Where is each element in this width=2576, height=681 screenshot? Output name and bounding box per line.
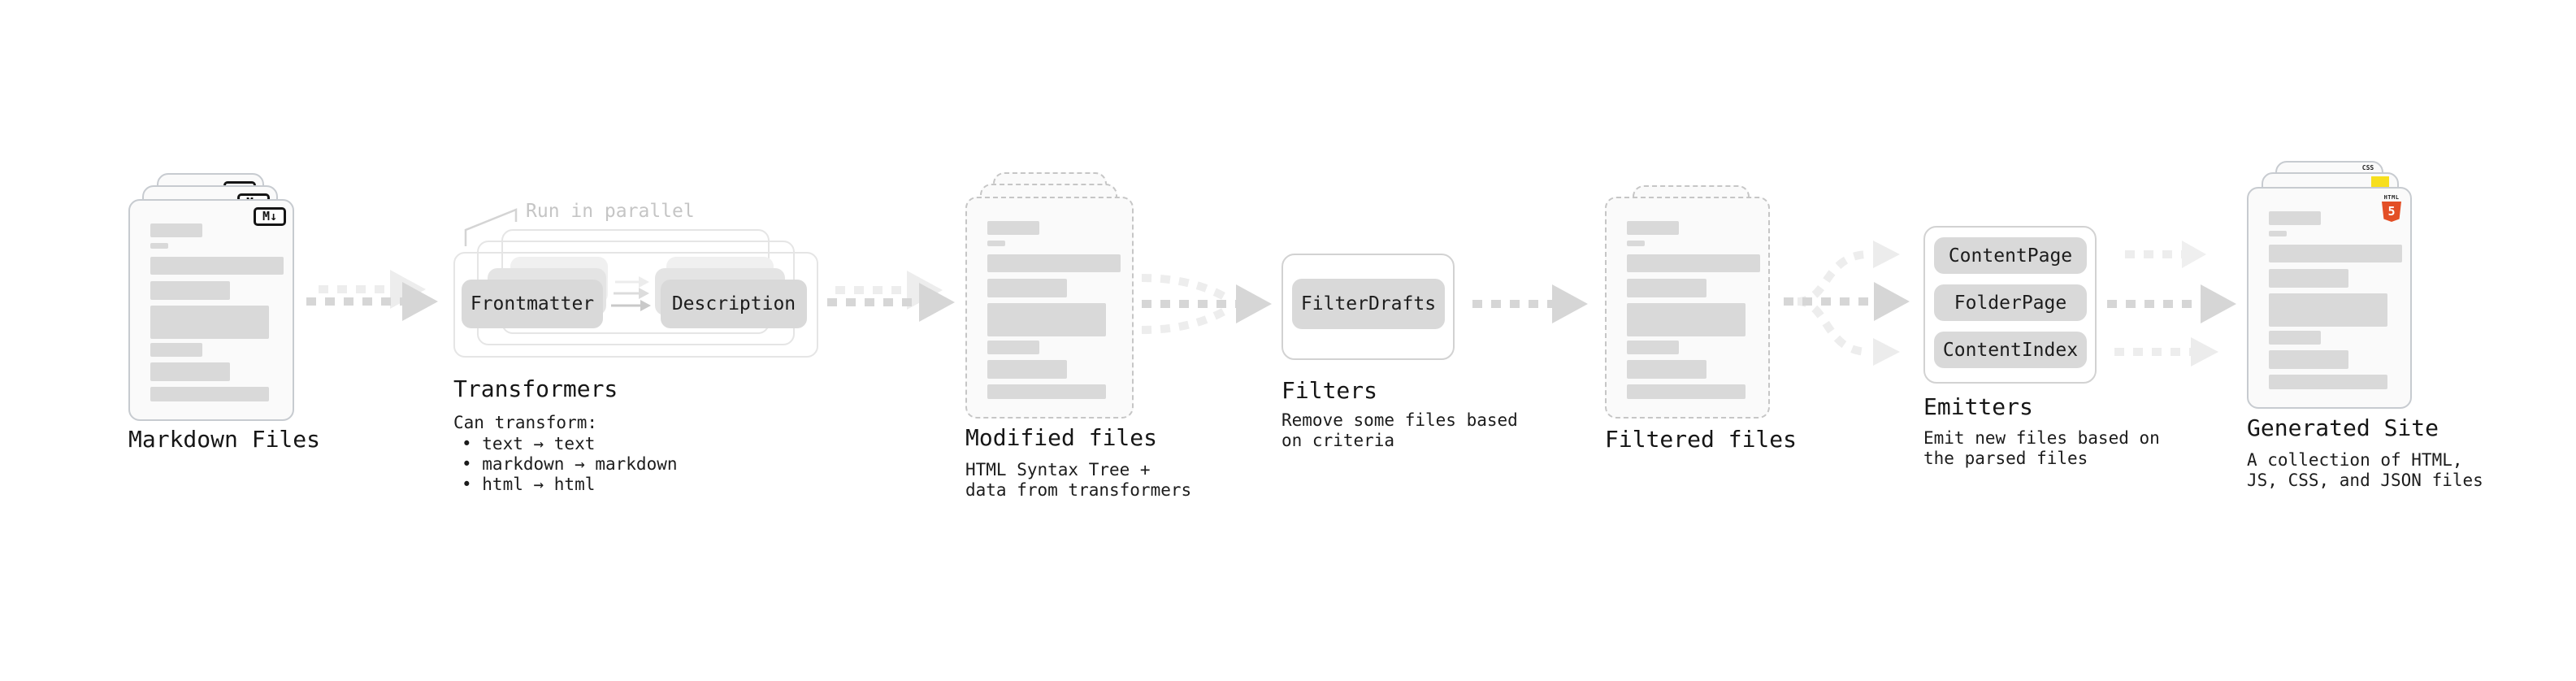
- doc-text-line: [987, 221, 1039, 235]
- html5-icon-shield: 5: [2382, 202, 2401, 222]
- modified-files-caption: HTML Syntax Tree +: [965, 460, 1151, 479]
- doc-text-line: [987, 241, 1005, 246]
- mini-arrowhead: [640, 300, 651, 311]
- doc-text-line: [1627, 303, 1746, 336]
- arrowhead: [402, 282, 438, 321]
- doc-text-line: [150, 387, 269, 401]
- modified-files-caption: data from transformers: [965, 480, 1192, 500]
- doc-text-line: [987, 340, 1039, 354]
- modified-file-card-front: [965, 197, 1134, 419]
- transformers-bullet: • html → html: [462, 475, 596, 494]
- arrowhead: [919, 283, 955, 322]
- generated-site-title: Generated Site: [2247, 414, 2439, 441]
- modified-files-title: Modified files: [965, 424, 1158, 451]
- html5-icon-label: HTML: [2383, 194, 2400, 201]
- arrowhead: [2201, 284, 2236, 323]
- arrowhead: [1236, 284, 1272, 323]
- run-in-parallel-annotation: Run in parallel: [526, 201, 695, 222]
- arrowhead: [1873, 241, 1900, 268]
- transformers-caption: Can transform:: [453, 413, 598, 432]
- doc-text-line: [150, 281, 230, 300]
- doc-text-line: [987, 254, 1121, 272]
- markdown-file-card-front: M↓: [128, 199, 294, 421]
- arrow-fanout-filtered-to-emitters: [1784, 241, 1910, 366]
- doc-text-line: [1627, 241, 1645, 246]
- filters-title: Filters: [1281, 377, 1378, 404]
- html5-icon: HTML 5: [2382, 194, 2401, 222]
- doc-text-line: [2269, 331, 2321, 345]
- doc-text-line: [150, 343, 202, 357]
- contentpage-emitter-chip: ContentPage: [1934, 237, 2087, 274]
- doc-text-line: [987, 279, 1067, 297]
- fanout-branch-bottom: [1797, 297, 1870, 356]
- arrow-transformers-to-modified: [827, 271, 955, 322]
- arrowhead: [1873, 338, 1900, 366]
- javascript-icon: [2371, 176, 2389, 187]
- arrow-markdown-to-transformers: [306, 270, 438, 321]
- doc-text-line: [987, 303, 1106, 336]
- doc-text-line: [2269, 293, 2387, 327]
- emitters-caption: the parsed files: [1923, 449, 2088, 468]
- frontmatter-transformer-chip: Frontmatter: [462, 280, 603, 328]
- description-transformer-chip: Description: [661, 280, 807, 328]
- doc-text-line: [150, 306, 269, 339]
- doc-text-line: [1627, 360, 1706, 379]
- filterdrafts-chip: FilterDrafts: [1292, 279, 1445, 329]
- doc-text-line: [2269, 350, 2348, 369]
- arrowhead: [1552, 284, 1588, 323]
- doc-text-line: [1627, 221, 1679, 235]
- arrowhead: [2182, 241, 2206, 268]
- contentindex-emitter-chip: ContentIndex: [1934, 332, 2087, 368]
- mini-arrowhead: [639, 276, 649, 288]
- transformers-bullet: • markdown → markdown: [462, 454, 678, 474]
- transformer-frame-front: [453, 252, 818, 358]
- doc-text-line: [1627, 340, 1679, 354]
- folderpage-emitter-chip: FolderPage: [1934, 284, 2087, 321]
- arrow-merge-modified-to-filters: [1141, 274, 1272, 334]
- doc-text-line: [1627, 279, 1706, 297]
- generated-file-card-front: HTML 5: [2247, 187, 2412, 409]
- doc-text-line: [1627, 254, 1760, 272]
- doc-text-line: [150, 362, 230, 381]
- filters-caption: Remove some files based: [1281, 410, 1518, 430]
- doc-text-line: [2269, 375, 2387, 389]
- filtered-file-card-front: [1605, 197, 1770, 419]
- generated-site-caption: A collection of HTML,: [2247, 450, 2463, 470]
- run-in-parallel-leader-line: [464, 208, 518, 246]
- leader-line: [464, 208, 518, 246]
- emitters-title: Emitters: [1923, 393, 2033, 420]
- doc-text-line: [987, 360, 1067, 379]
- arrows-frontmatter-to-description: [611, 276, 651, 311]
- transformers-title: Transformers: [453, 375, 618, 402]
- transformers-bullet: • text → text: [462, 434, 596, 453]
- arrows-emitters-to-generated: [2107, 241, 2236, 367]
- doc-text-line: [150, 223, 202, 237]
- merge-branch-top: [1141, 274, 1231, 303]
- doc-text-line: [2269, 211, 2321, 225]
- merge-branch-bottom: [1141, 305, 1231, 334]
- doc-text-line: [987, 384, 1106, 399]
- doc-text-line: [2269, 245, 2402, 262]
- emitters-caption: Emit new files based on: [1923, 428, 2160, 448]
- mini-arrowhead: [639, 288, 649, 299]
- fanout-branch-top: [1797, 250, 1870, 306]
- arrow-filters-to-filtered: [1472, 284, 1588, 323]
- doc-text-line: [150, 243, 168, 249]
- doc-text-line: [2269, 231, 2287, 236]
- css-icon-label: CSS: [2361, 164, 2374, 171]
- doc-text-line: [1627, 384, 1746, 399]
- arrowhead: [2191, 337, 2218, 367]
- doc-text-line: [2269, 269, 2348, 288]
- generated-site-caption: JS, CSS, and JSON files: [2247, 471, 2483, 490]
- doc-text-line: [150, 257, 284, 275]
- filtered-files-title: Filtered files: [1605, 426, 1798, 453]
- markdown-files-title: Markdown Files: [128, 426, 321, 453]
- markdown-icon: M↓: [254, 207, 286, 226]
- arrowhead: [1874, 282, 1910, 321]
- filters-caption: on criteria: [1281, 431, 1395, 450]
